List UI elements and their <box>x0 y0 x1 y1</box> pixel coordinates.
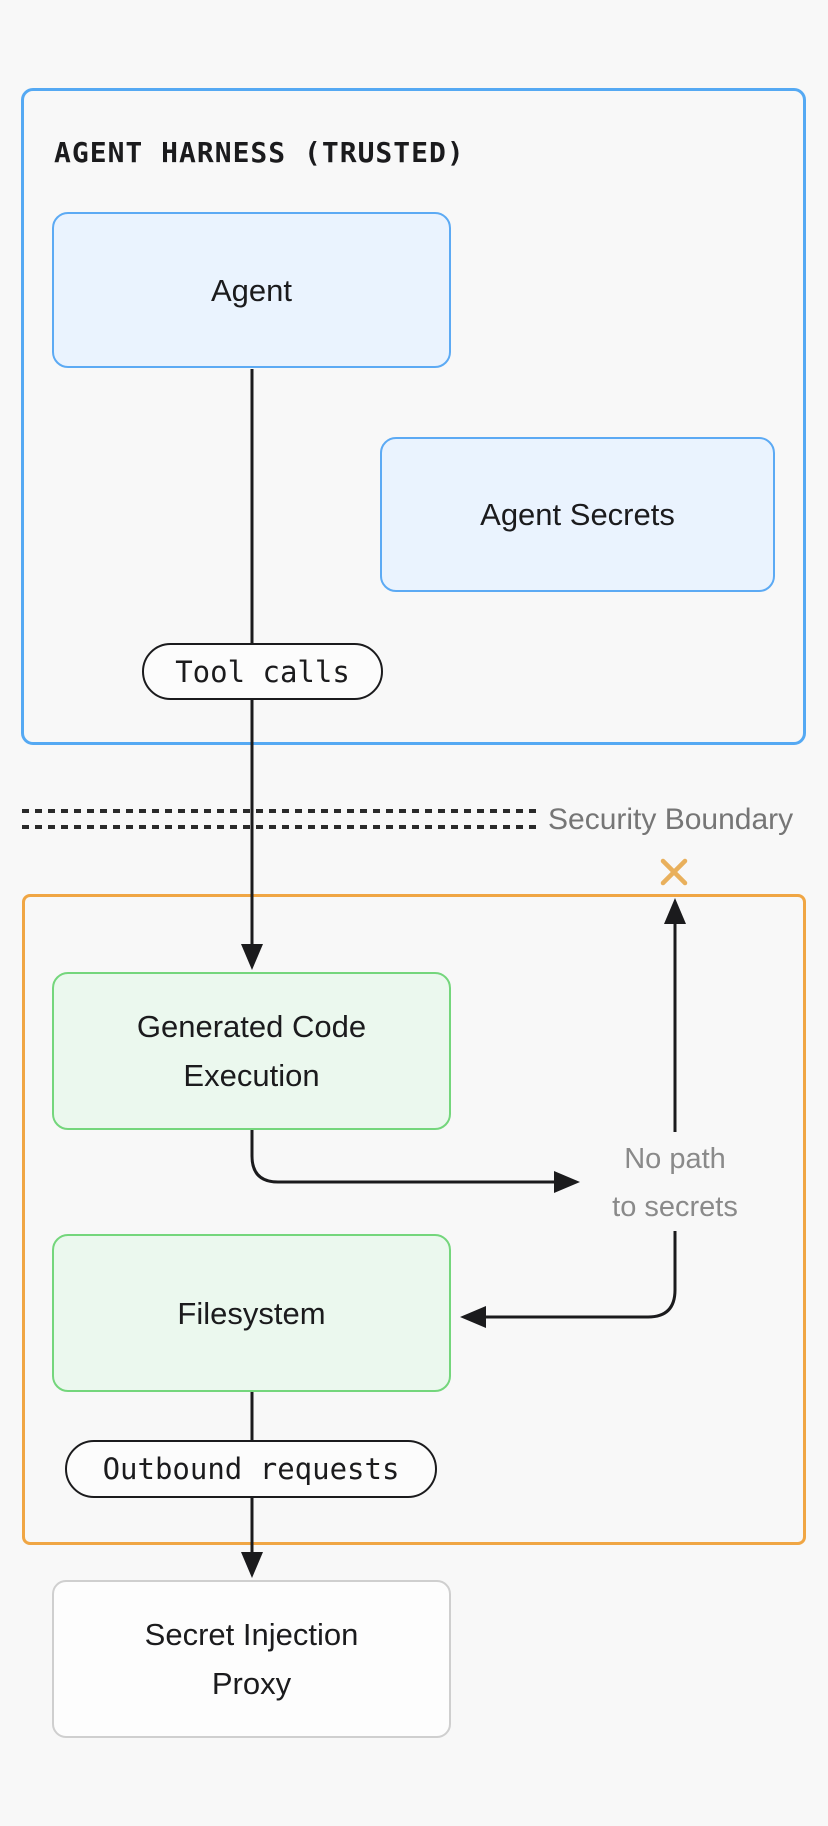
tool-calls-pill: Tool calls <box>142 643 383 700</box>
blocked-x-icon <box>660 858 688 886</box>
security-boundary-label: Security Boundary <box>548 803 794 836</box>
secret-injection-proxy-node: Secret Injection Proxy <box>52 1580 451 1738</box>
generated-code-execution-node: Generated Code Execution <box>52 972 451 1130</box>
agent-node-label: Agent <box>210 272 292 308</box>
arrowhead-into-proxy <box>241 1552 263 1578</box>
sandbox-zone-container <box>22 894 806 1545</box>
trusted-zone-container <box>21 88 806 745</box>
no-path-to-secrets-label: No path to secrets <box>612 1143 738 1223</box>
filesystem-node: Filesystem <box>52 1234 451 1392</box>
agent-secrets-node: Agent Secrets <box>380 437 775 592</box>
tool-calls-pill-label: Tool calls <box>175 654 350 689</box>
filesystem-node-label: Filesystem <box>177 1295 326 1331</box>
outbound-requests-pill: Outbound requests <box>65 1440 437 1498</box>
secret-injection-proxy-node-label: Secret Injection Proxy <box>144 1617 359 1701</box>
generated-code-execution-node-label: Generated Code Execution <box>136 1009 367 1093</box>
trusted-zone-title: AGENT HARNESS (TRUSTED) <box>54 136 465 169</box>
agent-node: Agent <box>52 212 451 368</box>
outbound-requests-pill-label: Outbound requests <box>102 1452 400 1486</box>
agent-secrets-node-label: Agent Secrets <box>480 497 675 532</box>
